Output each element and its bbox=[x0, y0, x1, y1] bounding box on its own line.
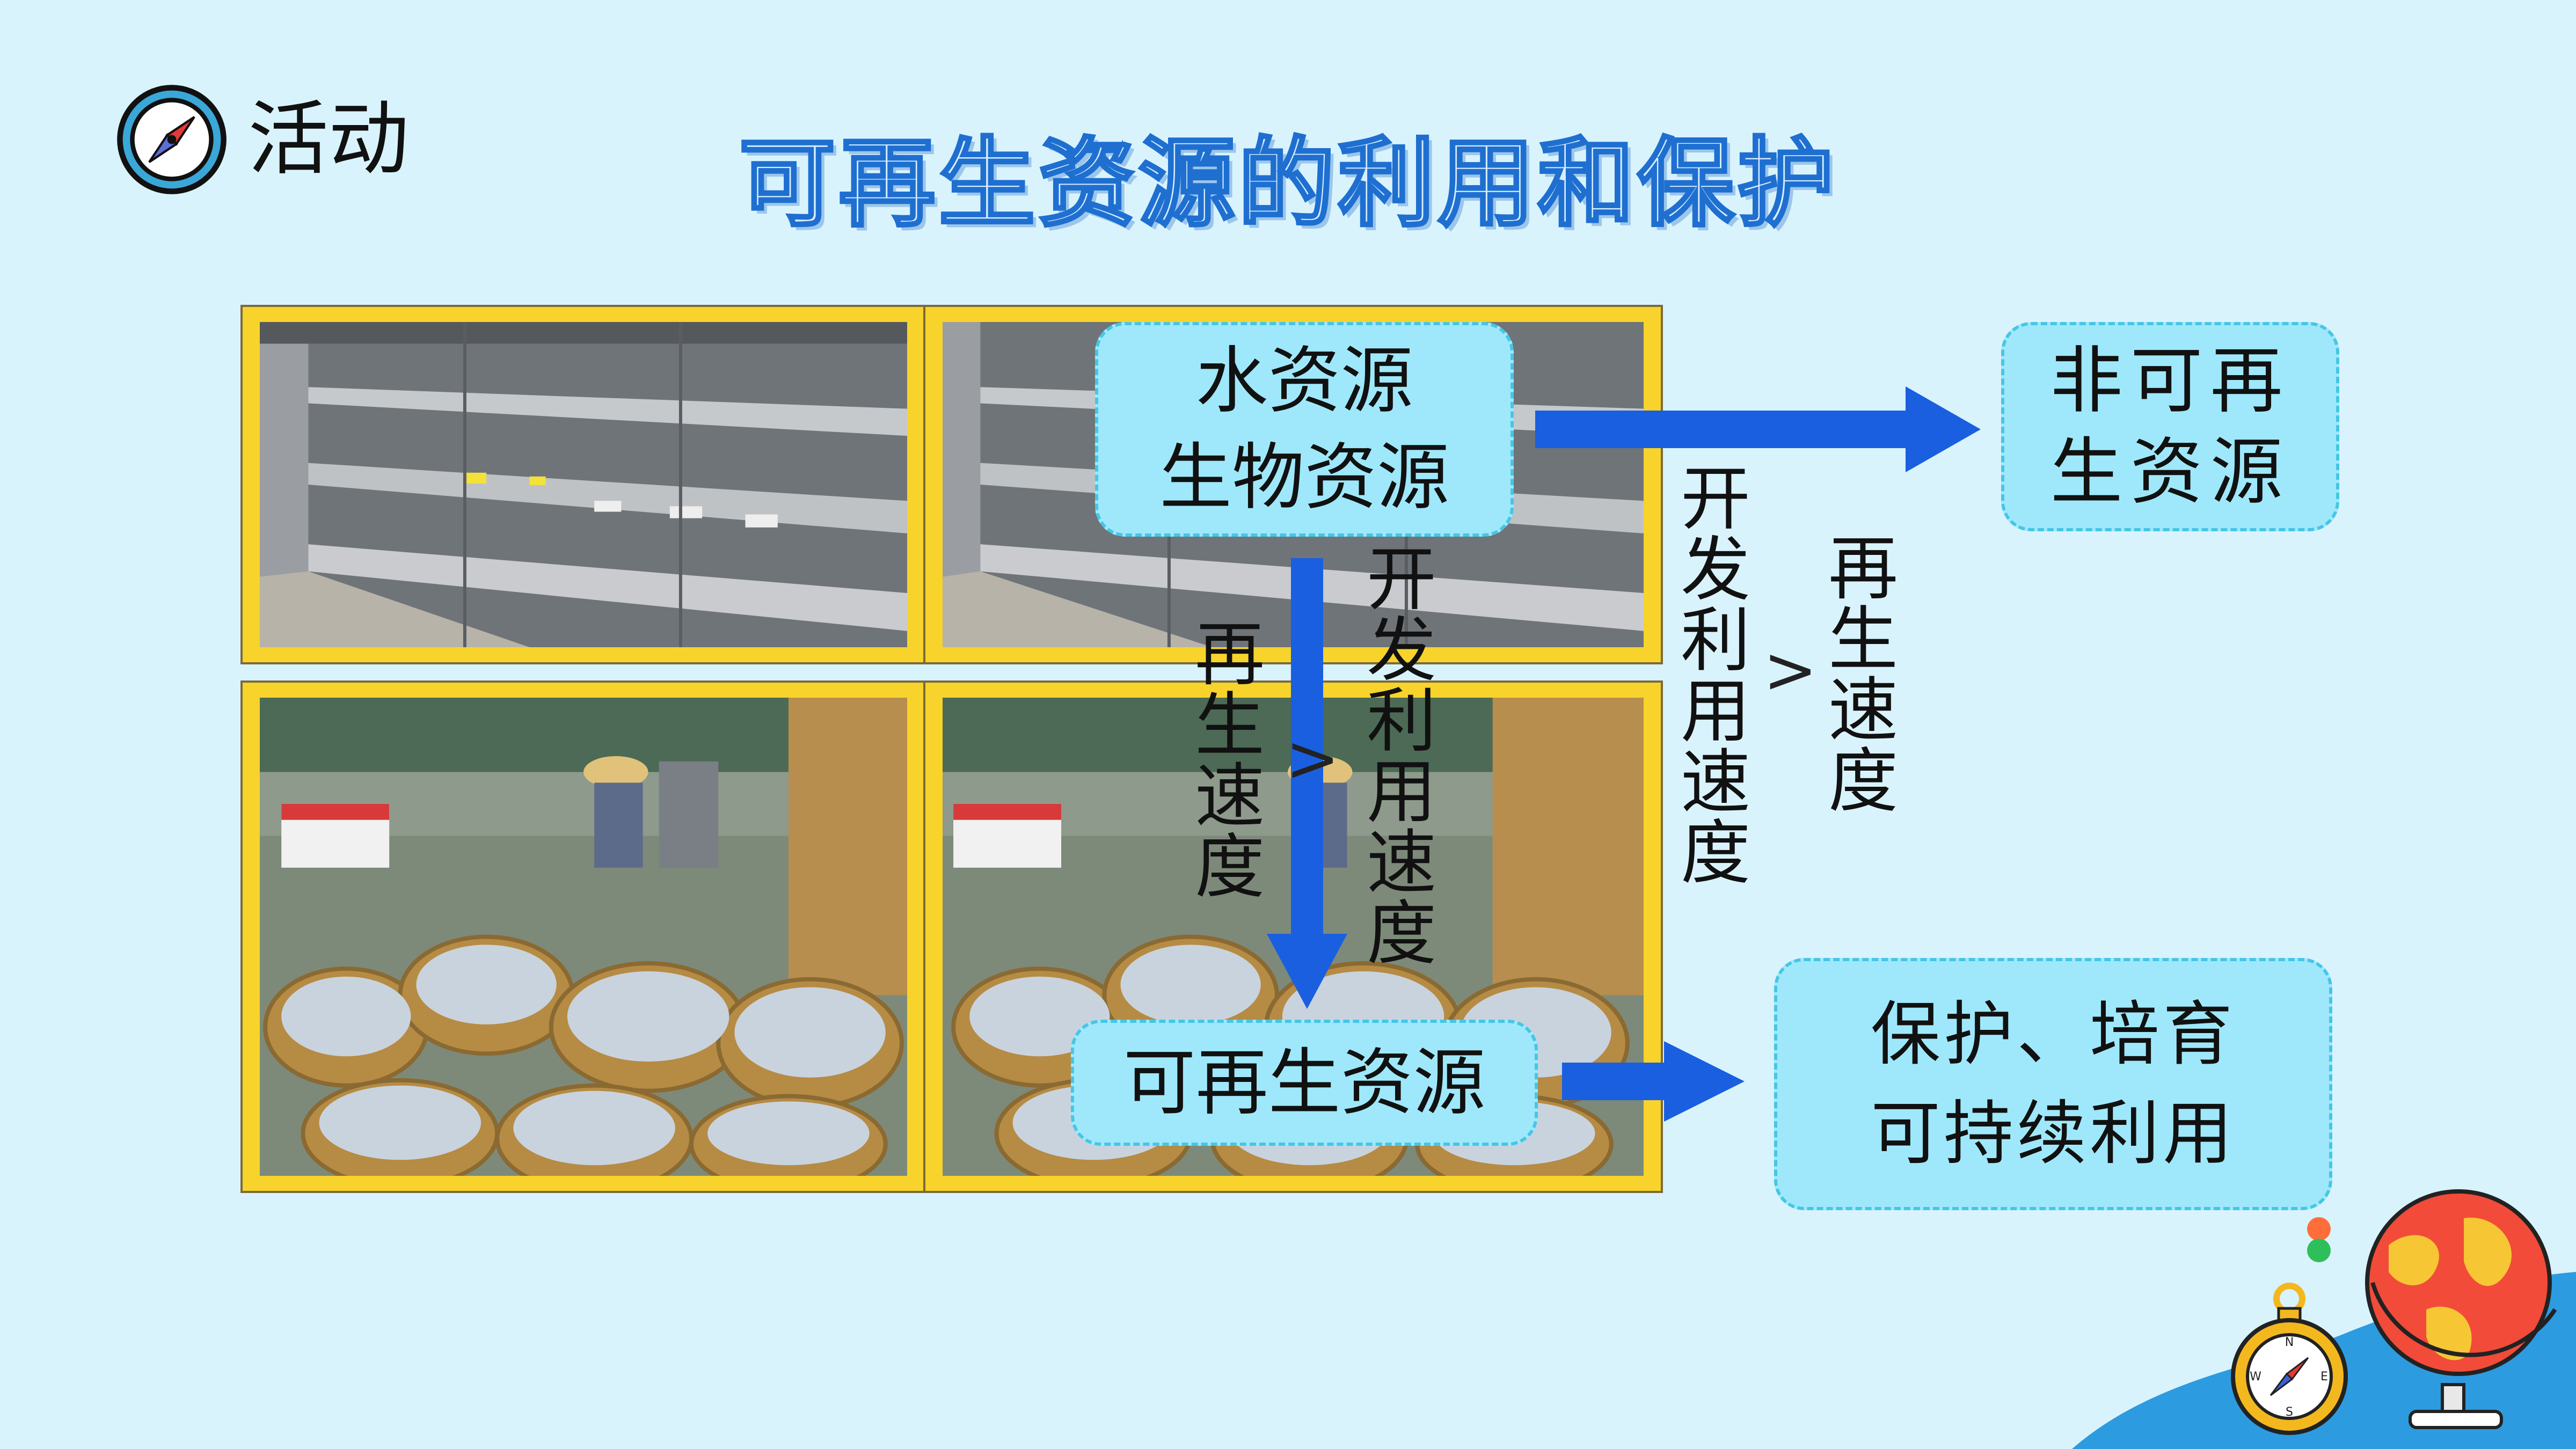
compass-icon bbox=[115, 83, 228, 196]
protect-box-text: 保护、培育 可持续利用 bbox=[1870, 993, 2236, 1174]
page-title: 可再生资源的利用和保护 bbox=[738, 127, 1837, 241]
right-exploit-speed-label: 开发利用速度 bbox=[1669, 462, 1750, 887]
right-regen-speed-label: 再生速度 bbox=[1816, 531, 1898, 815]
right-gt-symbol: > bbox=[1763, 633, 1818, 708]
compass-icon: N S W E bbox=[2231, 1283, 2348, 1435]
svg-text:W: W bbox=[2250, 1370, 2261, 1384]
globe-icon bbox=[2365, 1189, 2557, 1429]
svg-text:S: S bbox=[2286, 1406, 2293, 1419]
renewable-box: 可再生资源 bbox=[1071, 1020, 1538, 1146]
left-exploit-speed-label: 开发利用速度 bbox=[1355, 542, 1436, 967]
empty-shelves-photo bbox=[260, 322, 907, 647]
resources-box-text: 水资源 生物资源 bbox=[1159, 339, 1449, 519]
arrow-down bbox=[1267, 558, 1347, 1009]
nonrenewable-box-text: 非可再 生资源 bbox=[2050, 339, 2290, 514]
protect-box: 保护、培育 可持续利用 bbox=[1774, 958, 2332, 1210]
fish-baskets-photo bbox=[260, 698, 907, 1176]
resources-box: 水资源 生物资源 bbox=[1095, 322, 1514, 537]
activity-label: 活动 bbox=[248, 93, 410, 186]
left-regen-speed-label: 再生速度 bbox=[1183, 617, 1265, 901]
left-gt-symbol: > bbox=[1286, 722, 1340, 796]
svg-text:N: N bbox=[2285, 1336, 2294, 1349]
arrow-right-bottom bbox=[1562, 1041, 1745, 1122]
svg-text:E: E bbox=[2320, 1370, 2328, 1384]
photo-bottom-left bbox=[240, 680, 926, 1193]
photo-top-left bbox=[240, 305, 926, 664]
nonrenewable-box: 非可再 生资源 bbox=[2001, 322, 2339, 531]
renewable-box-text: 可再生资源 bbox=[1123, 1040, 1486, 1125]
dot-decoration bbox=[2307, 1239, 2331, 1262]
arrow-right-top bbox=[1535, 386, 1981, 472]
